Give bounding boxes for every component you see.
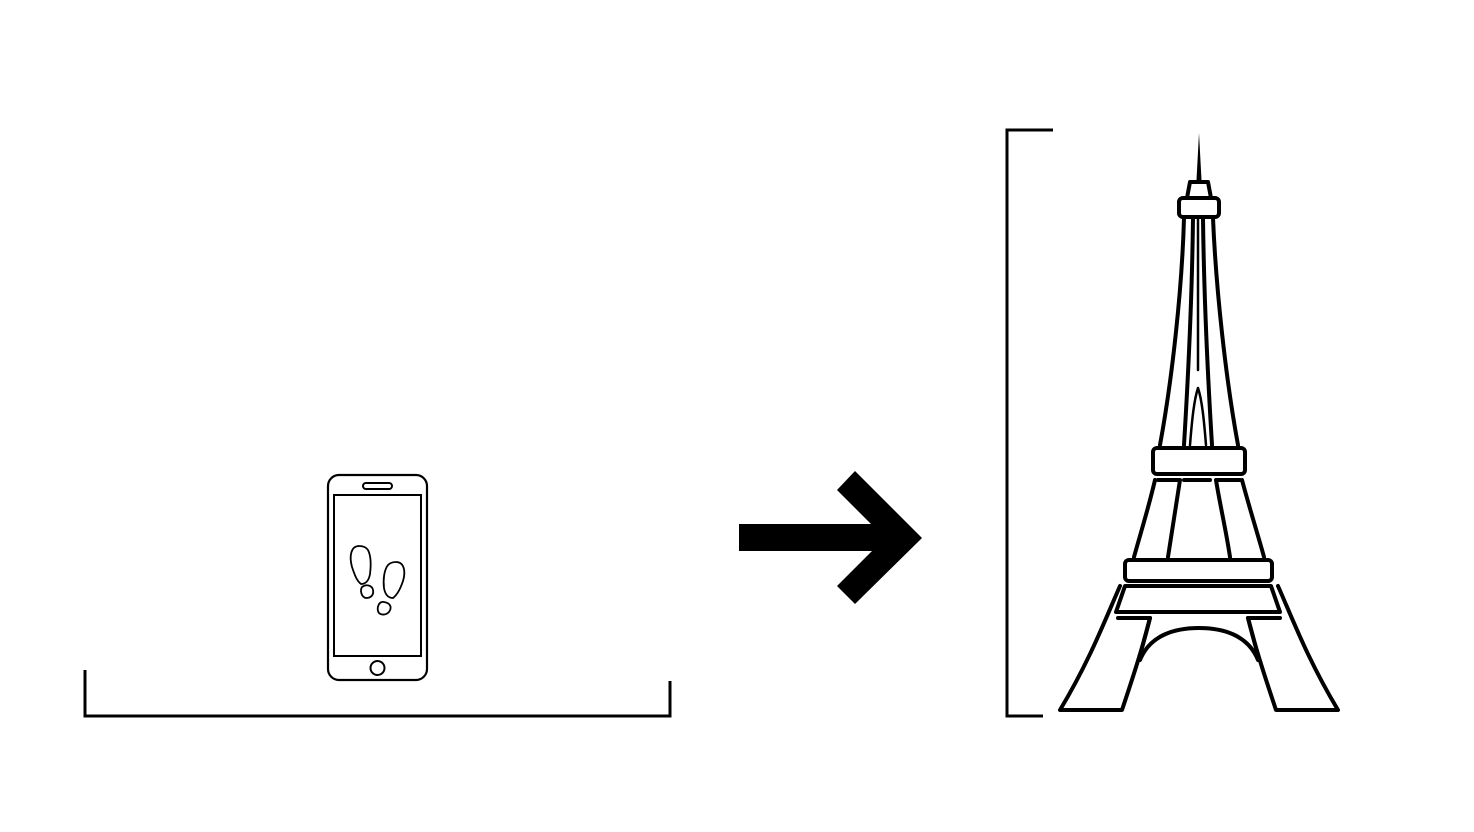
tower-top-lattice xyxy=(1188,216,1208,447)
tower-arch-legs xyxy=(1140,616,1258,650)
phone-home-button xyxy=(369,660,386,676)
tower-lower-band xyxy=(1114,584,1282,614)
horizontal-bracket xyxy=(83,670,672,718)
arrow-head xyxy=(837,471,922,604)
vertical-bracket xyxy=(1005,128,1053,718)
tower-cap xyxy=(1185,180,1213,200)
smartphone-footsteps-icon xyxy=(326,473,429,682)
tower-middle-legs xyxy=(1132,478,1266,559)
tower-base-left-leg xyxy=(1058,584,1152,712)
tower-top-legs xyxy=(1158,216,1240,447)
right-arrow-icon xyxy=(739,471,922,604)
tower-arch xyxy=(1138,626,1260,662)
tower-top-platform xyxy=(1177,196,1221,219)
footprints-icon xyxy=(349,545,406,616)
phone-screen xyxy=(333,494,422,657)
arrow-shaft xyxy=(739,524,889,551)
phone-speaker xyxy=(362,482,393,490)
tower-base-right-leg xyxy=(1246,584,1340,712)
tower-second-platform xyxy=(1151,446,1247,476)
tower-first-platform xyxy=(1123,558,1274,583)
eiffel-tower-icon xyxy=(1058,133,1340,712)
phone-body xyxy=(326,473,429,682)
tower-spire xyxy=(1196,133,1202,180)
